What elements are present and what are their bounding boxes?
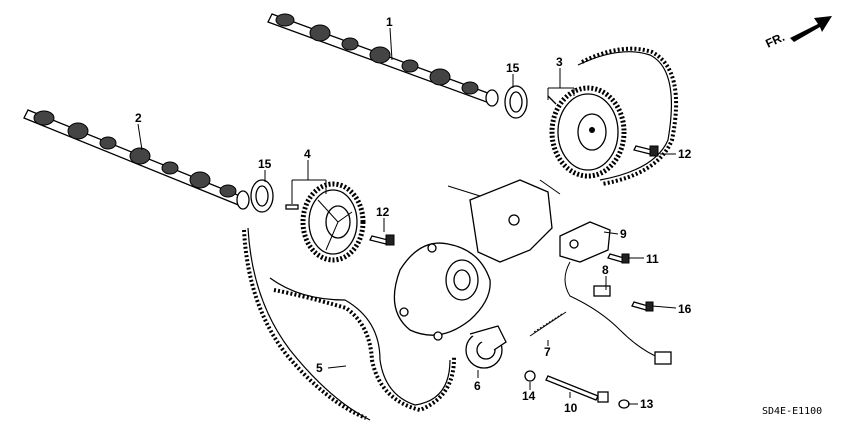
callout-13: 13 [640,397,654,411]
water-pump [393,242,491,341]
callout-15-lower: 15 [258,157,272,171]
adjusting-bolt [545,375,609,403]
callout-3: 3 [556,55,563,69]
front-direction-indicator: FR. [763,16,832,51]
callout-2: 2 [135,111,142,125]
timing-belt-tensioner [465,325,507,369]
callout-5: 5 [316,361,323,375]
callout-12-lower: 12 [376,205,390,219]
camshaft-upper [267,13,499,107]
callout-labels: 1 2 3 4 5 6 7 8 9 10 11 12 12 13 14 15 1… [135,15,692,415]
callout-6: 6 [474,379,481,393]
camshaft-pulley-lower [285,181,366,263]
callout-9: 9 [620,227,627,241]
callout-4: 4 [304,147,311,161]
callout-10: 10 [564,401,578,415]
washer-13 [618,399,630,409]
callout-11: 11 [646,252,659,266]
callout-12-upper: 12 [678,147,692,161]
pulley-bolt-lower [369,234,395,246]
pulley-bolt-upper [633,145,659,157]
timing-belt [242,227,457,421]
timing-belt-back-cover [447,179,561,263]
callout-14: 14 [522,389,536,403]
callout-15-upper: 15 [506,61,520,75]
camshaft-oil-seal-lower [250,179,274,213]
direction-arrow-icon [790,16,832,42]
camshaft-oil-seal-upper [504,85,528,119]
callout-1: 1 [386,15,393,29]
leader-lines [137,27,677,405]
tensioner-spring [529,311,567,337]
camshaft-pulley-upper [547,85,627,179]
bolt-11 [607,253,630,264]
timing-belt-upper-section [577,46,679,186]
callout-8: 8 [602,263,609,277]
bolt-16 [631,301,654,312]
washer-14 [524,370,536,382]
callout-7: 7 [544,345,551,359]
sensor-harness [564,261,672,365]
diagram-code: SD4E-E1100 [762,406,822,417]
callout-16: 16 [678,302,692,316]
tdc-sensor [559,221,611,263]
camshaft-lower [23,109,250,210]
direction-label: FR. [763,30,786,51]
